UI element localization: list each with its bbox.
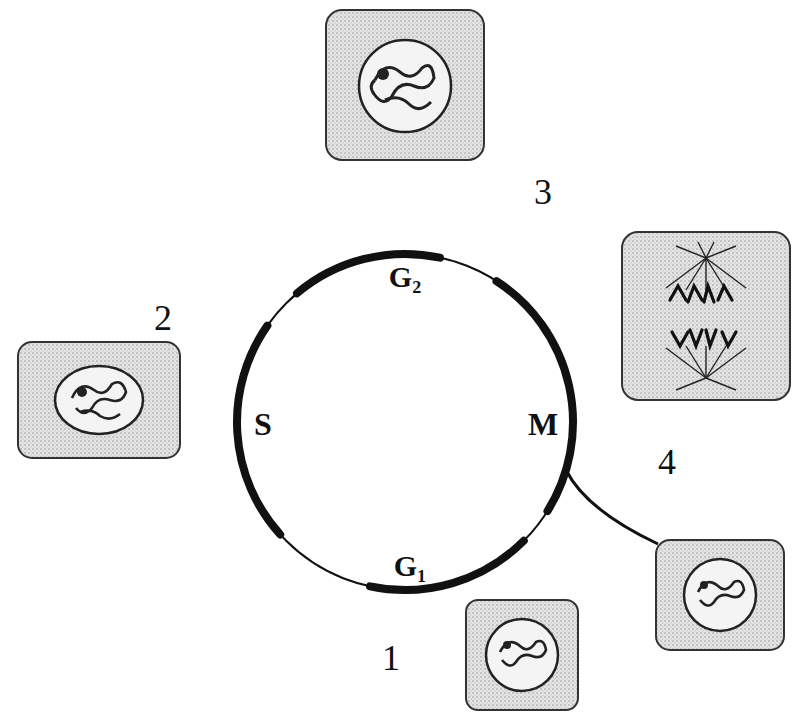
phase-label: M <box>528 408 558 440</box>
callout-number: 2 <box>154 300 172 336</box>
callout-number: 4 <box>658 444 676 480</box>
callout-number: 1 <box>382 640 400 676</box>
phase-arc <box>297 254 440 293</box>
cycle-ring <box>237 254 573 590</box>
g1-cell <box>466 600 578 710</box>
anaphase-cell <box>622 232 790 400</box>
callout-number: 3 <box>534 174 552 210</box>
phase-arcs <box>237 254 573 590</box>
phase-label: G₂ <box>389 262 421 292</box>
phase-arc <box>496 281 573 511</box>
phase-label: G₁ <box>394 551 426 581</box>
phase-arc <box>370 541 524 590</box>
phase-arc <box>237 326 280 535</box>
exit-tail <box>566 470 658 544</box>
daughter-cell <box>656 540 784 650</box>
s-cell <box>18 342 180 458</box>
phase-label: S <box>254 408 272 440</box>
g2-cell <box>326 10 484 160</box>
